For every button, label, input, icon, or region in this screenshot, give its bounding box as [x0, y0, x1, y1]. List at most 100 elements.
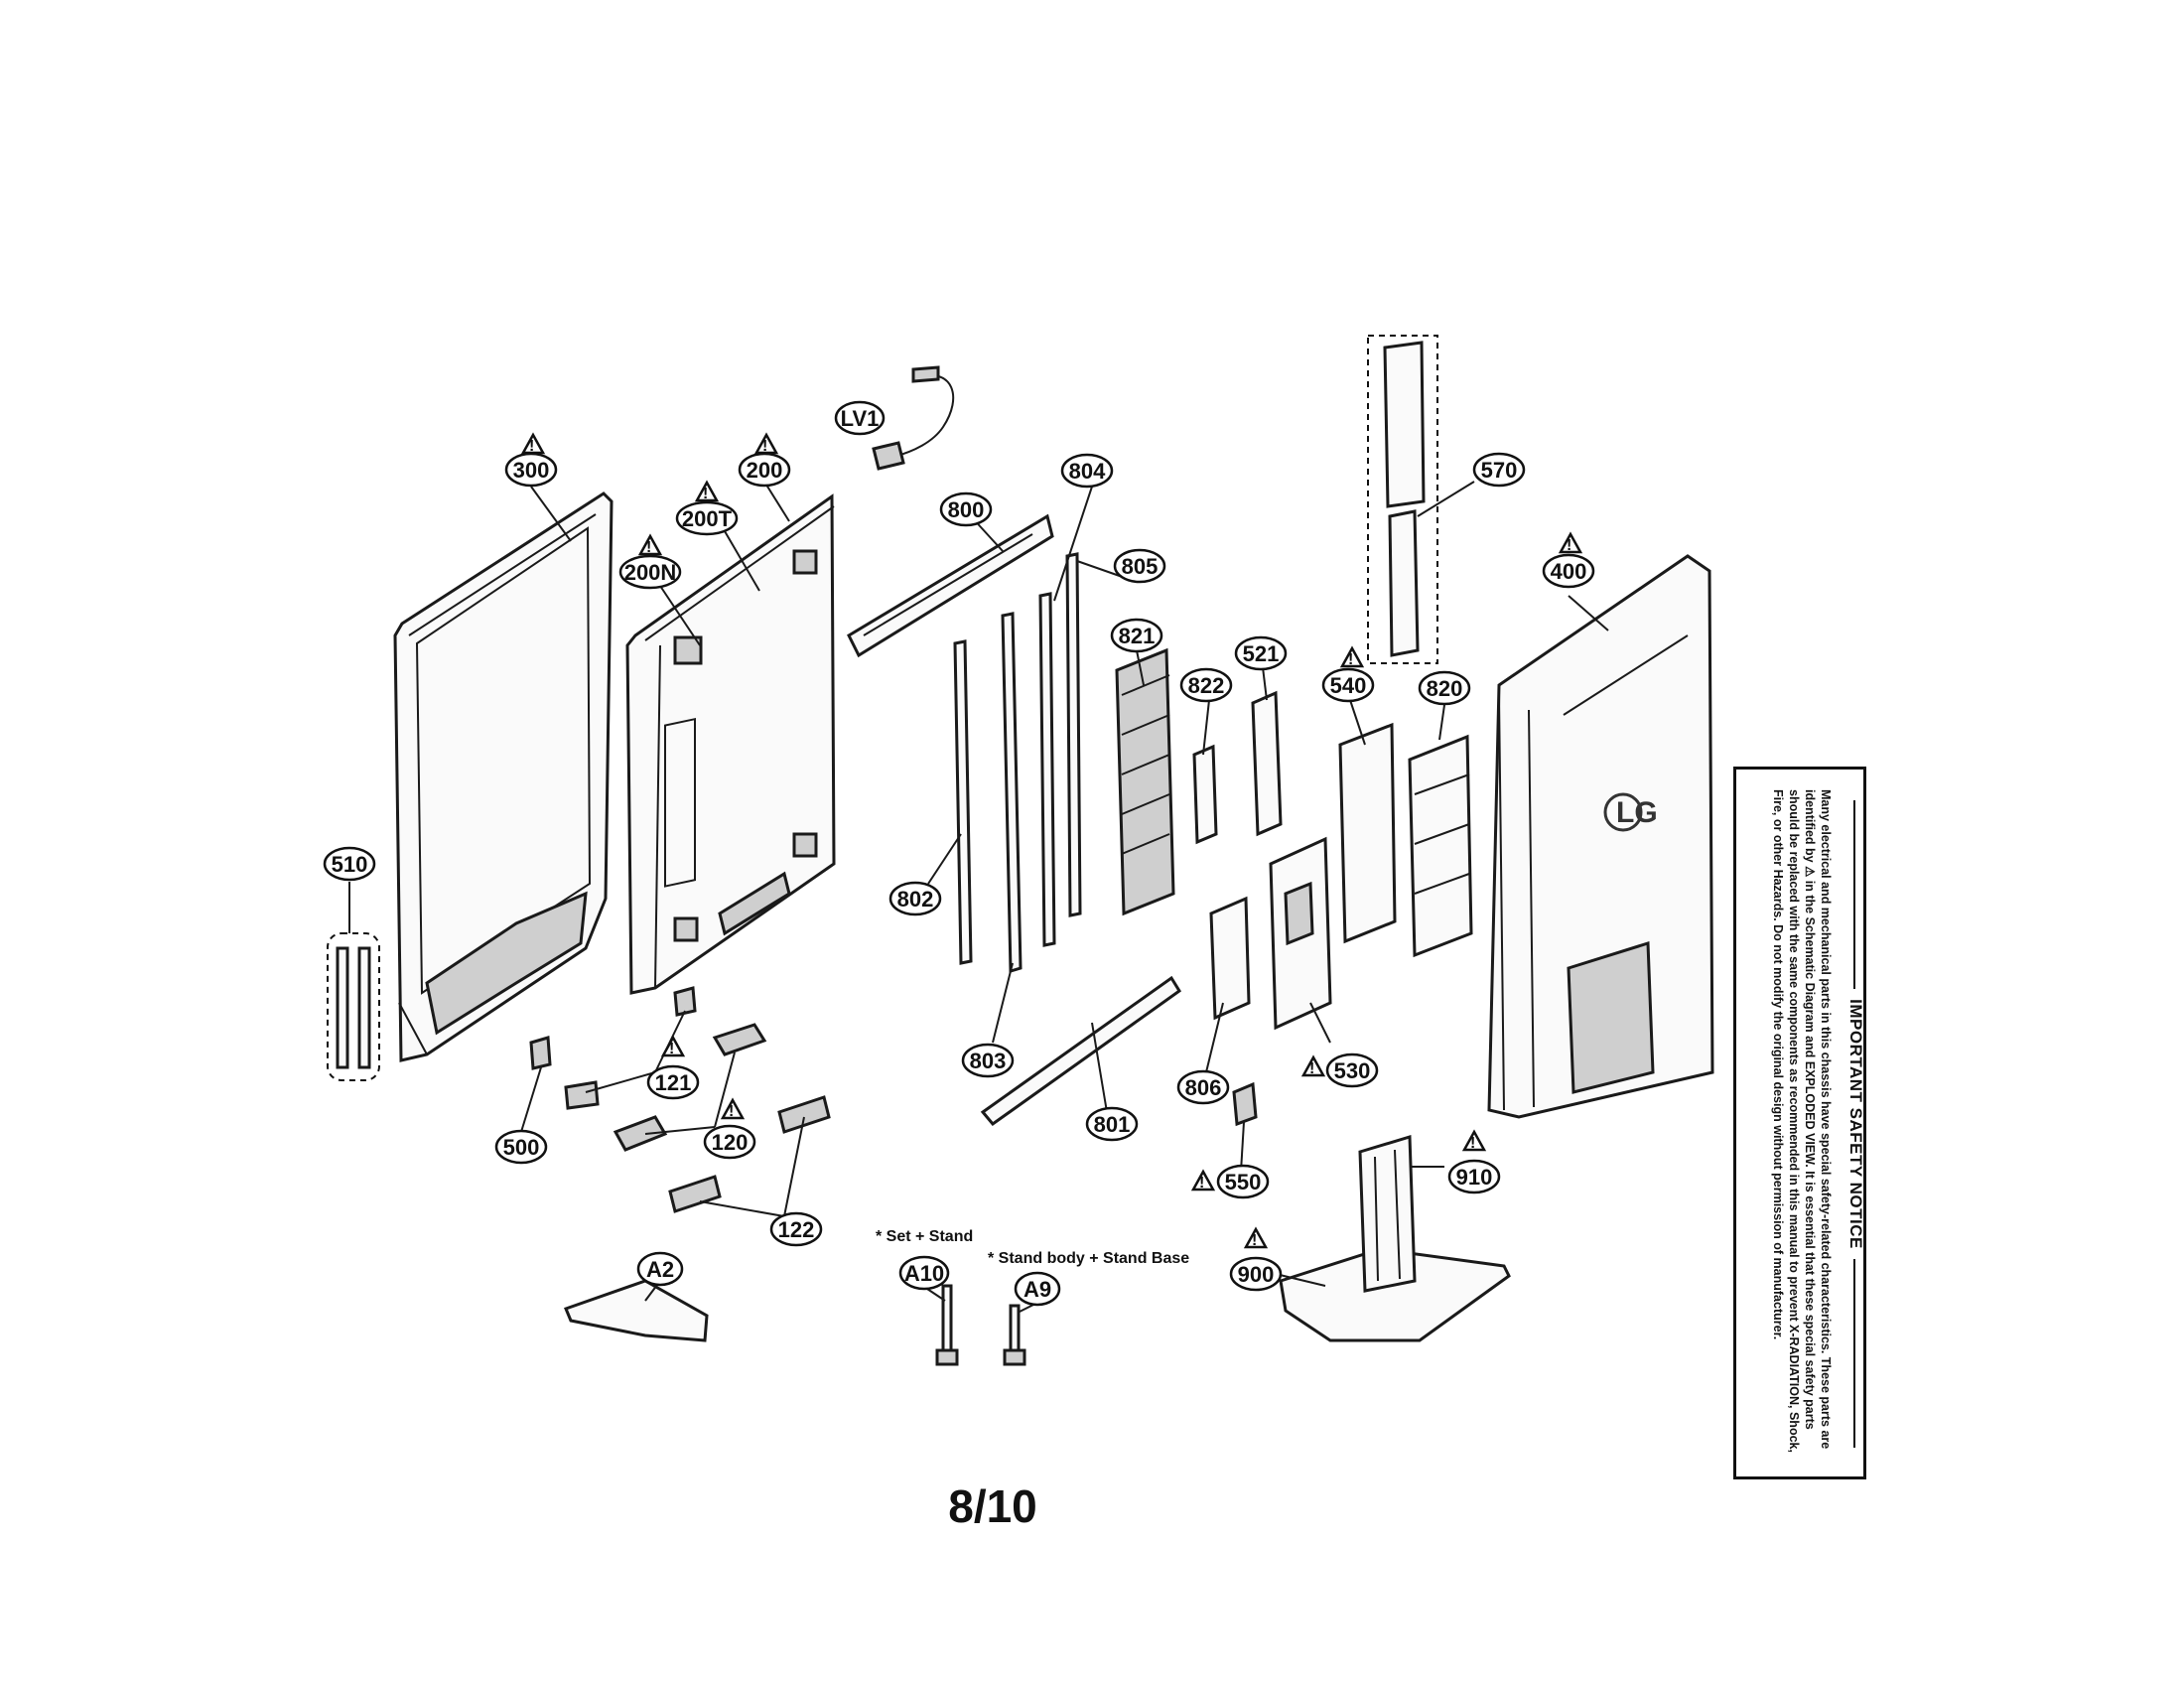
svg-text:LV1: LV1	[841, 406, 880, 431]
svg-text:805: 805	[1122, 554, 1159, 579]
svg-text:!: !	[1199, 1175, 1204, 1192]
callout-300: 300	[504, 452, 558, 488]
svg-text:900: 900	[1238, 1262, 1275, 1287]
part-122-a	[777, 1095, 831, 1134]
screw-a9	[1003, 1304, 1026, 1366]
svg-text:!: !	[1567, 537, 1571, 554]
svg-text:300: 300	[513, 458, 550, 483]
callout-A2: A2	[636, 1251, 684, 1287]
svg-text:!: !	[669, 1041, 674, 1057]
heatsink-part	[1115, 647, 1175, 916]
page-number: 8/10	[948, 1480, 1037, 1532]
warning-icon-400: !	[1558, 531, 1583, 554]
svg-text:500: 500	[503, 1135, 540, 1160]
lvds-cable-part	[872, 365, 955, 471]
warning-icon-900: !	[1243, 1226, 1269, 1249]
callout-A10: A10	[898, 1255, 950, 1291]
part-122-b	[668, 1175, 722, 1213]
warning-icon-910: !	[1461, 1129, 1487, 1152]
svg-text:910: 910	[1456, 1165, 1493, 1190]
part-121-b	[564, 1080, 600, 1110]
warning-icon-200: !	[753, 432, 779, 455]
svg-text:!: !	[1470, 1135, 1475, 1152]
svg-text:!: !	[1309, 1060, 1314, 1077]
stand-body-part	[1358, 1135, 1417, 1293]
back-cover-part: LG	[1487, 554, 1714, 1119]
callout-805: 805	[1113, 548, 1166, 584]
part-550	[1232, 1081, 1258, 1127]
stand-cover-part	[564, 1279, 709, 1342]
left-rail-part	[953, 639, 973, 965]
svg-text:!: !	[529, 438, 534, 455]
part-500	[529, 1036, 552, 1070]
svg-text:803: 803	[970, 1049, 1007, 1073]
warning-icons: ! ! ! ! ! ! ! ! ! ! ! !	[520, 432, 1583, 1249]
bottom-bracket-part	[980, 975, 1182, 1127]
main-board-part	[1269, 836, 1332, 1031]
svg-text:A9: A9	[1024, 1277, 1051, 1302]
side-control-part	[327, 932, 380, 1081]
callout-510: 510	[323, 846, 376, 882]
warning-icon-540: !	[1339, 645, 1365, 668]
front-bezel-part	[393, 491, 614, 1062]
part-121-a	[673, 986, 697, 1017]
svg-text:121: 121	[655, 1070, 692, 1095]
svg-text:801: 801	[1094, 1112, 1131, 1137]
svg-text:200: 200	[747, 458, 783, 483]
warning-icon-121: !	[660, 1035, 686, 1057]
callout-500: 500	[494, 1129, 548, 1165]
board-521-part	[1251, 690, 1283, 837]
svg-text:!: !	[762, 438, 767, 455]
svg-text:!: !	[729, 1103, 734, 1120]
callout-530: 530	[1325, 1052, 1379, 1088]
svg-text:120: 120	[712, 1130, 749, 1155]
warning-icon-120: !	[720, 1097, 746, 1120]
callout-121: 121	[646, 1064, 700, 1100]
svg-text:200T: 200T	[682, 506, 733, 531]
callout-801: 801	[1085, 1106, 1139, 1142]
screw-a10	[935, 1284, 959, 1366]
callout-570: 570	[1472, 452, 1526, 488]
callout-400: 400	[1542, 553, 1595, 589]
svg-text:200N: 200N	[624, 560, 677, 585]
callout-910: 910	[1447, 1159, 1501, 1194]
note-stand-body: * Stand body + Stand Base	[988, 1250, 1189, 1267]
svg-text:510: 510	[332, 852, 368, 877]
callout-200T: 200T	[675, 500, 739, 536]
side-bracket-570-part	[1367, 335, 1438, 664]
svg-text:540: 540	[1330, 673, 1367, 698]
svg-text:!: !	[646, 539, 651, 556]
board-822-part	[1192, 744, 1218, 845]
safety-notice-title: IMPORTANT SAFETY NOTICE	[1845, 772, 1865, 1476]
svg-text:821: 821	[1119, 624, 1156, 648]
part-120-b	[613, 1115, 668, 1152]
svg-text:400: 400	[1551, 559, 1587, 584]
callout-200: 200	[738, 452, 791, 488]
svg-text:122: 122	[778, 1217, 815, 1242]
callout-806: 806	[1176, 1069, 1230, 1105]
warning-icon-300: !	[520, 432, 546, 455]
board-540-part	[1338, 722, 1397, 944]
callout-550: 550	[1216, 1164, 1270, 1199]
svg-text:820: 820	[1427, 676, 1463, 701]
callout-822: 822	[1179, 667, 1233, 703]
callout-821: 821	[1110, 618, 1163, 653]
callout-122: 122	[769, 1211, 823, 1247]
warning-icon-200T: !	[694, 480, 720, 502]
main-frame-part	[625, 493, 836, 995]
svg-text:530: 530	[1334, 1058, 1371, 1083]
warning-icon-200N: !	[637, 533, 663, 556]
shield-820-part	[1408, 734, 1473, 958]
svg-text:!: !	[1348, 651, 1353, 668]
warning-icon-550: !	[1190, 1169, 1216, 1192]
svg-text:570: 570	[1481, 458, 1518, 483]
svg-text:802: 802	[897, 887, 934, 912]
svg-text:!: !	[703, 486, 708, 502]
board-806-part	[1209, 896, 1251, 1021]
part-120-a	[712, 1023, 767, 1056]
callout-A9: A9	[1014, 1271, 1061, 1307]
callout-800: 800	[939, 491, 993, 527]
rail-804-part	[1038, 592, 1056, 947]
callout-LV1: LV1	[834, 400, 886, 436]
